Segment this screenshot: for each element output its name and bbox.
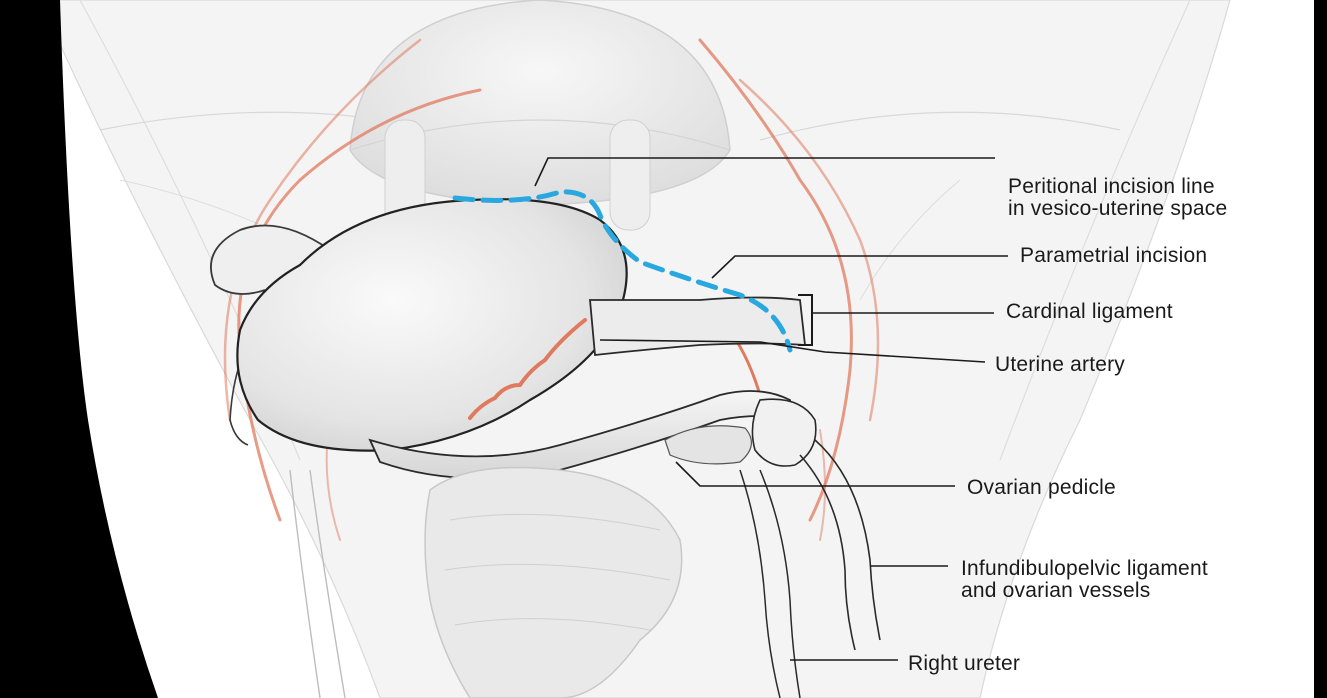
- label-peritoneal-incision: Peritional incision line in vesico-uteri…: [1008, 176, 1227, 220]
- label-cardinal-ligament: Cardinal ligament: [1006, 301, 1173, 323]
- label-ovarian-pedicle: Ovarian pedicle: [967, 477, 1116, 499]
- right-frame-mask: [1314, 0, 1327, 698]
- label-ip-line2: and ovarian vessels: [961, 580, 1208, 602]
- label-ip-line1: Infundibulopelvic ligament: [961, 558, 1208, 580]
- label-right-ureter: Right ureter: [908, 653, 1020, 675]
- label-infundibulopelvic-ligament: Infundibulopelvic ligament and ovarian v…: [961, 558, 1208, 602]
- label-uterine-artery: Uterine artery: [995, 354, 1125, 376]
- label-peritoneal-line1: Peritional incision line: [1008, 176, 1227, 198]
- label-peritoneal-line2: in vesico-uterine space: [1008, 198, 1227, 220]
- label-parametrial-incision: Parametrial incision: [1020, 245, 1207, 267]
